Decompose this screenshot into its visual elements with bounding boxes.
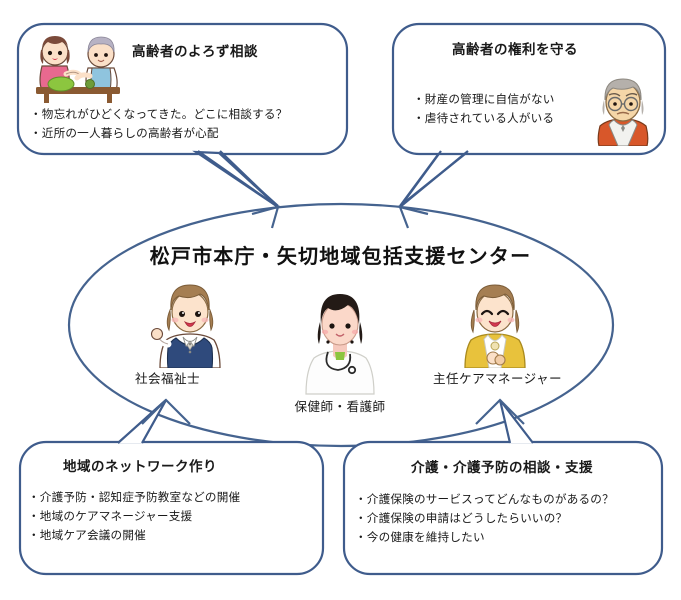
bullet-item: ・介護保険のサービスってどんなものがあるの？ xyxy=(355,492,614,506)
callout-bottom-left-title: 地域のネットワーク作り xyxy=(63,459,217,475)
care-manager-figure xyxy=(455,282,535,369)
callout-top-right-shape[interactable] xyxy=(391,22,667,208)
bullet-item: ・近所の一人暮らしの高齢者が心配 xyxy=(30,125,219,140)
callout-top-left-bullets: ・物忘れがひどくなってきた。どこに相談する？ ・近所の一人暮らしの高齢者が心配 xyxy=(30,105,288,143)
connector-arrows xyxy=(141,205,525,425)
callout-bottom-right-shape[interactable] xyxy=(342,399,664,576)
bullet-item: ・介護保険の申請はどうしたらいいの？ xyxy=(355,510,568,525)
bullet-item: ・今の健康を維持したい xyxy=(355,529,485,544)
social-worker-figure xyxy=(150,282,230,369)
staff-label-social-worker: 社会福祉士 xyxy=(135,371,200,386)
callout-top-left-title: 高齢者のよろず相談 xyxy=(132,44,258,60)
staff-label-nurse: 保健師・看護師 xyxy=(294,399,386,414)
nurse-figure xyxy=(300,286,380,396)
bullet-item: ・物忘れがひどくなってきた。どこに相談する？ xyxy=(30,107,288,121)
bullet-item: ・財産の管理に自信がない xyxy=(413,92,555,106)
bullet-item: ・地域のケアマネージャー支援 xyxy=(28,508,193,523)
two-people-at-table-icon xyxy=(28,32,128,104)
staff-label-care-manager: 主任ケアマネージャー xyxy=(432,371,563,386)
bullet-item: ・介護予防・認知症予防教室などの開催 xyxy=(28,490,241,504)
callout-top-right-bullets: ・財産の管理に自信がない ・虐待されている人がいる xyxy=(413,90,555,128)
callout-bottom-right-bullets: ・介護保険のサービスってどんなものがあるの？ ・介護保険の申請はどうしたらいいの… xyxy=(355,490,614,546)
bullet-item: ・地域ケア会議の開催 xyxy=(28,527,146,542)
elderly-man-icon xyxy=(592,76,654,147)
center-title: 松戸市本庁・矢切地域包括支援センター xyxy=(149,244,532,268)
callout-top-right-title: 高齢者の権利を守る xyxy=(452,42,578,58)
bullet-item: ・虐待されている人がいる xyxy=(413,110,555,125)
callout-bottom-right-title: 介護・介護予防の相談・支援 xyxy=(411,460,593,476)
callout-bottom-left-bullets: ・介護予防・認知症予防教室などの開催 ・地域のケアマネージャー支援 ・地域ケア会… xyxy=(28,488,240,544)
